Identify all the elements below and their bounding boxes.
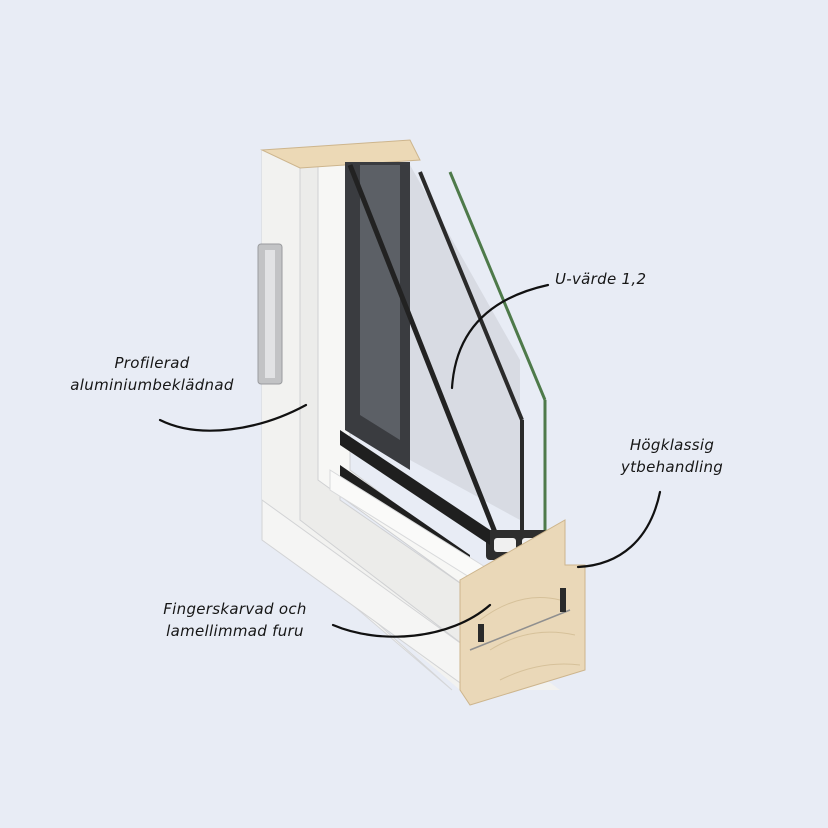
annotation-aluminium-cladding: Profilerad aluminiumbeklädnad — [52, 352, 252, 396]
annotation-surface-line-1: Högklassig — [629, 436, 715, 454]
annotation-surface-treatment: Högklassig ytbehandling — [612, 434, 732, 478]
annotation-surface-line-2: ytbehandling — [620, 458, 724, 476]
annotation-pine-line-1: Fingerskarvad och — [163, 600, 307, 618]
leader-line-aluminium — [158, 403, 308, 432]
annotation-aluminium-line-2: aluminiumbeklädnad — [70, 376, 234, 394]
leader-line-pine — [331, 603, 492, 638]
annotation-pine: Fingerskarvad och lamellimmad furu — [150, 598, 320, 642]
annotation-aluminium-line-1: Profilerad — [114, 354, 190, 372]
leader-line-u-value — [450, 283, 550, 390]
annotation-u-value-line-1: U-värde 1,2 — [555, 270, 647, 288]
annotation-pine-line-2: lamellimmad furu — [166, 622, 304, 640]
annotation-u-value: U-värde 1,2 — [555, 268, 646, 290]
leader-line-surface — [576, 490, 662, 569]
